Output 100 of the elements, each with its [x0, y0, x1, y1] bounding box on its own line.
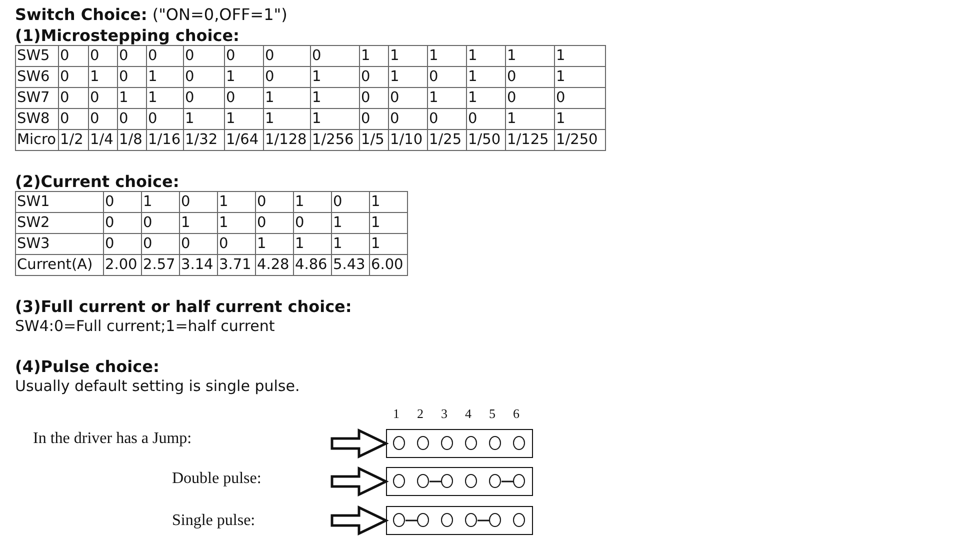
table-cell: 1	[224, 66, 264, 88]
table-cell: 1	[466, 66, 506, 88]
table-cell: 1	[224, 108, 264, 130]
jumper-pin	[393, 436, 405, 450]
table-cell: 0	[360, 88, 388, 108]
note-text: Usually default setting is single pulse.	[15, 377, 300, 395]
row-header: SW2	[16, 212, 104, 234]
row-label: Double pulse:	[172, 470, 262, 488]
table-cell: 4.86	[294, 254, 332, 276]
table-cell: 0	[184, 46, 224, 66]
table-cell: 0	[104, 212, 142, 234]
jumper-pin	[441, 474, 453, 488]
table-cell: 1	[294, 192, 332, 212]
pin-number: 3	[441, 406, 448, 422]
jumper-pin	[417, 474, 429, 488]
table-cell: 3.71	[218, 254, 256, 276]
jumper-pin	[417, 513, 429, 527]
jumper-pin	[513, 474, 525, 488]
table-cell: 0	[224, 88, 264, 108]
table-cell: 1	[370, 212, 408, 234]
jumper-link	[502, 480, 514, 482]
table-cell: 1	[184, 108, 224, 130]
table-cell: 0	[88, 108, 118, 130]
table-cell: 1	[388, 46, 428, 66]
pin-number: 6	[513, 406, 520, 422]
row-header: SW7	[16, 88, 58, 108]
jumper-link	[406, 520, 418, 522]
row-label: Single pulse:	[172, 512, 256, 530]
pin-number: 2	[417, 406, 424, 422]
section-heading: (2)Current choice:	[15, 172, 180, 191]
table-cell: 1/50	[466, 130, 506, 150]
table-cell: 0	[256, 192, 294, 212]
table-cell: 1	[310, 88, 360, 108]
jumper-block	[386, 429, 533, 458]
table-cell: 1/64	[224, 130, 264, 150]
table-cell: 0	[264, 46, 310, 66]
table-cell: 0	[388, 88, 428, 108]
table-cell: 1	[256, 234, 294, 254]
table-cell: 1	[142, 192, 180, 212]
table-cell: 1	[466, 46, 506, 66]
table-cell: 2.57	[142, 254, 180, 276]
table-cell: 0	[332, 192, 370, 212]
jumper-pin	[393, 474, 405, 488]
table-cell: 1/128	[264, 130, 310, 150]
pin-number: 5	[489, 406, 496, 422]
jumper-link	[430, 480, 442, 482]
table-cell: 0	[360, 108, 388, 130]
table-cell: 1	[218, 212, 256, 234]
block-arrow	[330, 506, 389, 536]
pin-number: 4	[465, 406, 472, 422]
table-cell: 0	[88, 46, 118, 66]
jumper-pin	[465, 513, 477, 527]
table-cell: 1/4	[88, 130, 118, 150]
table-cell: 1	[146, 88, 184, 108]
table-cell: 1	[554, 66, 606, 88]
table-cell: 0	[180, 192, 218, 212]
table-cell: 1	[310, 108, 360, 130]
table-cell: 0	[180, 234, 218, 254]
table-cell: 1	[310, 66, 360, 88]
table-cell: 1	[332, 234, 370, 254]
table-cell: 1	[264, 88, 310, 108]
page-title: Switch Choice: ("ON=0,OFF=1")	[15, 5, 288, 24]
jumper-pin	[489, 513, 501, 527]
table-cell: 1/125	[506, 130, 554, 150]
table-cell: 1/32	[184, 130, 224, 150]
table-cell: 0	[388, 108, 428, 130]
row-header: SW5	[16, 46, 58, 66]
table-cell: 1/5	[360, 130, 388, 150]
table-cell: 0	[58, 66, 88, 88]
jumper-pin	[513, 436, 525, 450]
table-cell: 1	[428, 88, 466, 108]
table-cell: 1/25	[428, 130, 466, 150]
table-cell: 0	[88, 88, 118, 108]
jumper-link	[478, 520, 490, 522]
table-cell: 0	[554, 88, 606, 108]
jumper-pin	[441, 513, 453, 527]
table-cell: 1	[506, 46, 554, 66]
table-cell: 0	[146, 108, 184, 130]
table-cell: 6.00	[370, 254, 408, 276]
section-heading: (4)Pulse choice:	[15, 357, 160, 376]
table-cell: 1	[294, 234, 332, 254]
row-header: SW1	[16, 192, 104, 212]
jumper-pin	[489, 436, 501, 450]
table-cell: 0	[118, 108, 146, 130]
table-cell: 1	[360, 46, 388, 66]
table-cell: 4.28	[256, 254, 294, 276]
table-cell: 1/256	[310, 130, 360, 150]
row-header: SW3	[16, 234, 104, 254]
table-cell: 1/250	[554, 130, 606, 150]
table-cell: 0	[466, 108, 506, 130]
table-cell: 1	[370, 234, 408, 254]
table-cell: 1	[370, 192, 408, 212]
row-header: Micro	[16, 130, 58, 150]
table-cell: 1	[264, 108, 310, 130]
table-cell: 1	[428, 46, 466, 66]
table-cell: 0	[104, 234, 142, 254]
table-cell: 1	[88, 66, 118, 88]
note-text: SW4:0=Full current;1=half current	[15, 317, 275, 335]
table-cell: 1	[332, 212, 370, 234]
table-cell: 0	[310, 46, 360, 66]
